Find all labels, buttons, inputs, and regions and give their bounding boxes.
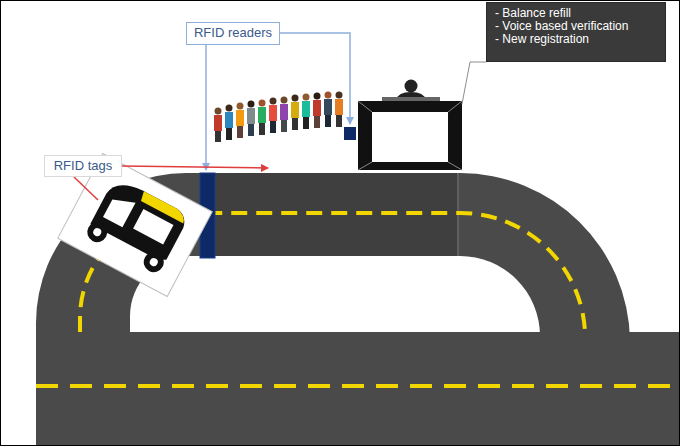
service-box: - Balance refill- Voice based verificati…: [486, 2, 666, 62]
wheel: [84, 219, 111, 246]
service-item: - Balance refill: [495, 7, 657, 20]
callout-label: RFID readers: [189, 26, 277, 40]
person: [214, 108, 222, 143]
rfid-reader: [344, 127, 356, 140]
person: [225, 105, 233, 141]
rickshaw-window: [133, 209, 173, 244]
person: [258, 100, 266, 136]
queue: [214, 92, 343, 143]
leader-line: [280, 33, 350, 124]
person: [291, 95, 299, 131]
booth-edge: [358, 101, 372, 112]
booth-edge: [358, 162, 372, 170]
rickshaw-window: [103, 192, 136, 227]
person: [247, 101, 255, 137]
rickshaw-body: [90, 176, 190, 263]
callout-box: RFID readers: [186, 22, 280, 45]
lane-marking: [36, 384, 680, 388]
wheel-hub: [148, 257, 159, 268]
booth: [358, 80, 462, 171]
leader-line: [122, 166, 268, 168]
road-inner: [130, 256, 540, 340]
person: [335, 92, 343, 128]
leader-line: [462, 62, 486, 104]
service-item: - Voice based verification: [495, 20, 657, 33]
service-item: - New registration: [495, 33, 657, 46]
booth-edge: [448, 101, 462, 112]
person: [236, 103, 244, 139]
leader-line: [205, 33, 207, 170]
wheel: [140, 249, 167, 276]
leader-line: [74, 177, 98, 200]
desk-top: [382, 97, 440, 101]
callout-box: RFID tags: [44, 155, 122, 177]
main-road: [36, 332, 680, 446]
person: [302, 94, 310, 130]
operator-head: [405, 80, 418, 93]
person: [280, 97, 288, 133]
booth-frame: [358, 101, 462, 170]
booth-edge: [448, 162, 462, 170]
callout-label: RFID tags: [47, 159, 119, 173]
person: [313, 93, 321, 129]
person: [269, 98, 277, 134]
booth-inner: [372, 112, 448, 162]
person: [324, 92, 332, 128]
wheel-hub: [92, 227, 103, 238]
